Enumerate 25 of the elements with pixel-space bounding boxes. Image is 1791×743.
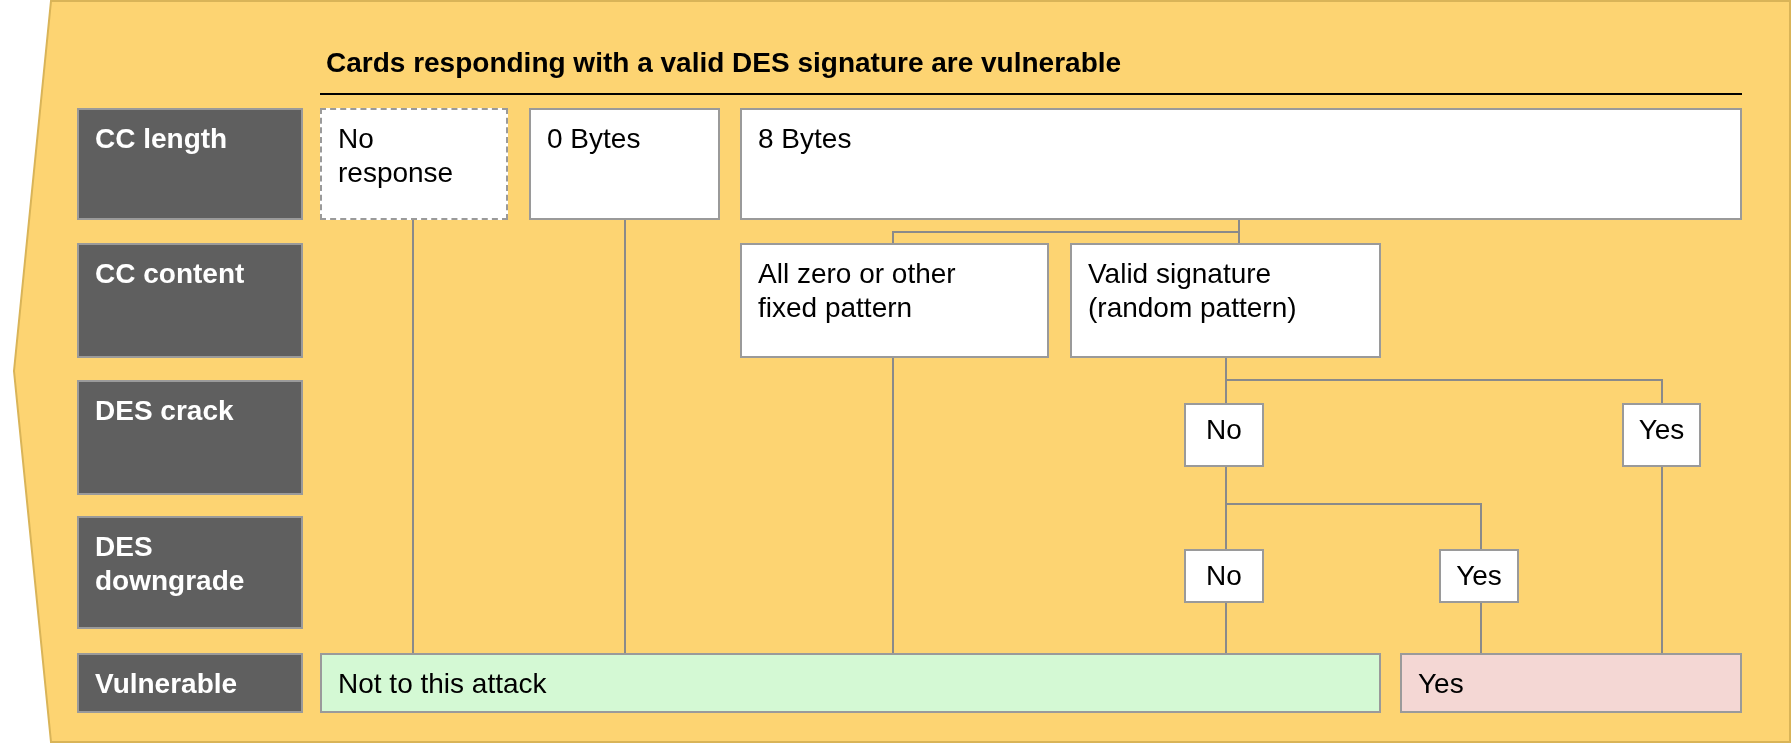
result-bar: Not to this attack	[320, 653, 1381, 713]
option-box: Valid signature (random pattern)	[1070, 243, 1381, 358]
answer-box: No	[1184, 549, 1264, 603]
connector-line	[1238, 219, 1240, 244]
option-box: All zero or other fixed pattern	[740, 243, 1049, 358]
connector-line	[1225, 466, 1482, 550]
answer-box: No	[1184, 403, 1264, 467]
answer-box: Yes	[1622, 403, 1701, 467]
title-text: Cards responding with a valid DES signature are vulnerable	[326, 46, 1122, 80]
connector-line	[1225, 602, 1227, 654]
connector-line	[892, 357, 894, 654]
option-box: 0 Bytes	[529, 108, 720, 220]
connector-line	[412, 219, 414, 654]
connector-line	[1661, 466, 1663, 654]
row-header: CC content	[77, 243, 303, 358]
option-box: 8 Bytes	[740, 108, 1742, 220]
answer-box: Yes	[1439, 549, 1519, 603]
row-header: Vulnerable	[77, 653, 303, 713]
connector-line	[624, 219, 626, 654]
connector-line	[1480, 602, 1482, 654]
row-header: CC length	[77, 108, 303, 220]
option-box: No response	[320, 108, 508, 220]
row-header: DES crack	[77, 380, 303, 495]
result-bar: Yes	[1400, 653, 1742, 713]
row-header: DES downgrade	[77, 516, 303, 629]
